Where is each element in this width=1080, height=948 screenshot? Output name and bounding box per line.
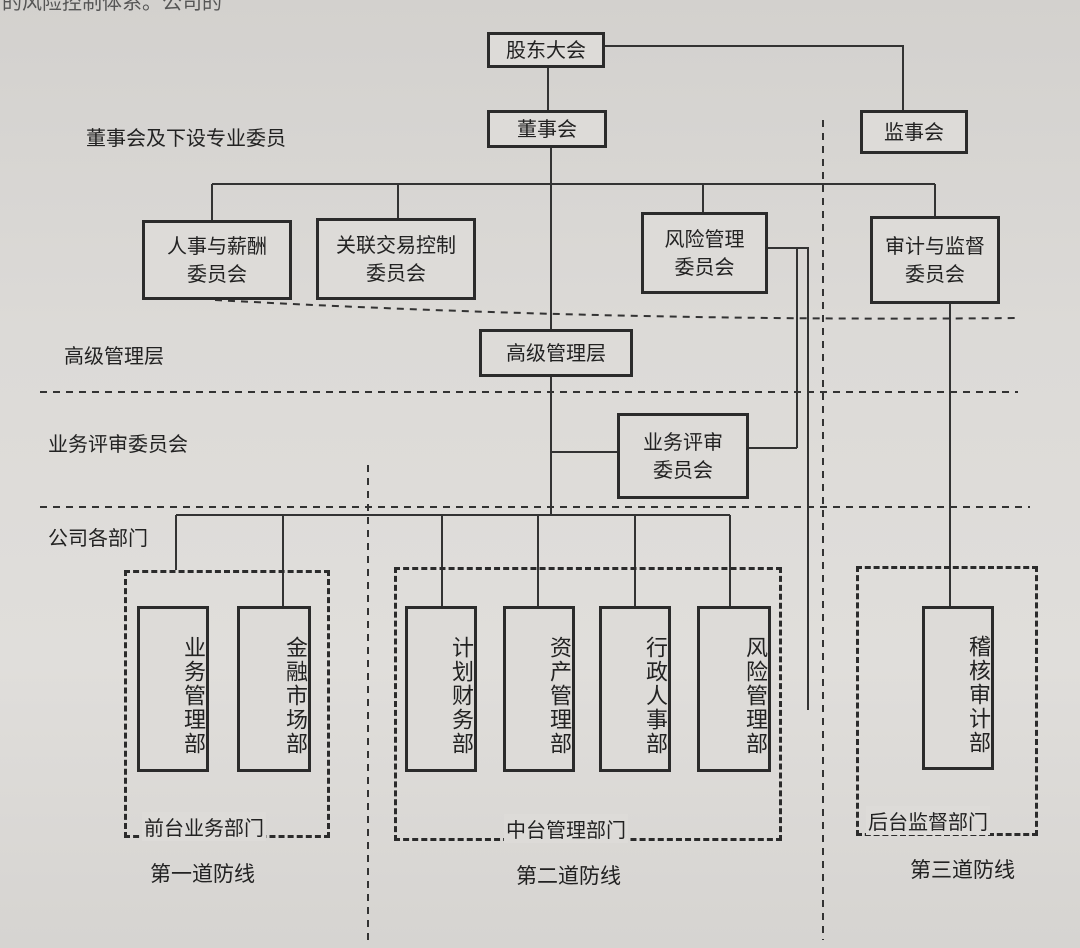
- dept-business-management: 业务管理部: [137, 606, 209, 772]
- dept-audit: 稽核审计部: [922, 606, 994, 770]
- connector-shareholders-supervisors: [605, 45, 904, 110]
- dept-financial-markets: 金融市场部: [237, 606, 311, 772]
- box-board: 董事会: [487, 110, 607, 148]
- box-shareholders: 股东大会: [487, 32, 605, 68]
- label-board-layer: 董事会及下设专业委员: [86, 126, 286, 150]
- dept-planning-finance: 计划财务部: [405, 606, 477, 772]
- dept-risk-management: 风险管理部: [697, 606, 771, 772]
- box-audit-committee: 审计与监督 委员会: [870, 216, 1000, 304]
- group-label-back: 后台监督部门: [866, 806, 990, 835]
- box-hr-committee: 人事与薪酬 委员会: [142, 220, 292, 300]
- connector-risk-to-dept: [797, 247, 809, 710]
- label-third-defense: 第三道防线: [910, 858, 1015, 882]
- label-first-defense: 第一道防线: [150, 862, 255, 886]
- dept-asset-management: 资产管理部: [503, 606, 575, 772]
- box-supervisors: 监事会: [860, 110, 968, 154]
- box-related-committee: 关联交易控制 委员会: [316, 218, 476, 300]
- group-label-front: 前台业务部门: [142, 812, 266, 841]
- label-senior-layer: 高级管理层: [64, 344, 164, 368]
- dept-admin-hr: 行政人事部: [599, 606, 671, 772]
- label-review-layer: 业务评审委员会: [48, 432, 188, 456]
- connector-risk-trunk: [768, 247, 798, 448]
- label-dept-layer: 公司各部门: [48, 526, 148, 550]
- group-label-middle: 中台管理部门: [504, 814, 628, 843]
- box-senior-management: 高级管理层: [479, 329, 633, 377]
- label-second-defense: 第二道防线: [516, 864, 621, 888]
- separator-board: [214, 299, 1019, 320]
- box-risk-committee: 风险管理 委员会: [641, 212, 768, 294]
- header-fragment: 的风险控制体系。公司的: [2, 0, 222, 14]
- box-business-review: 业务评审 委员会: [617, 413, 749, 499]
